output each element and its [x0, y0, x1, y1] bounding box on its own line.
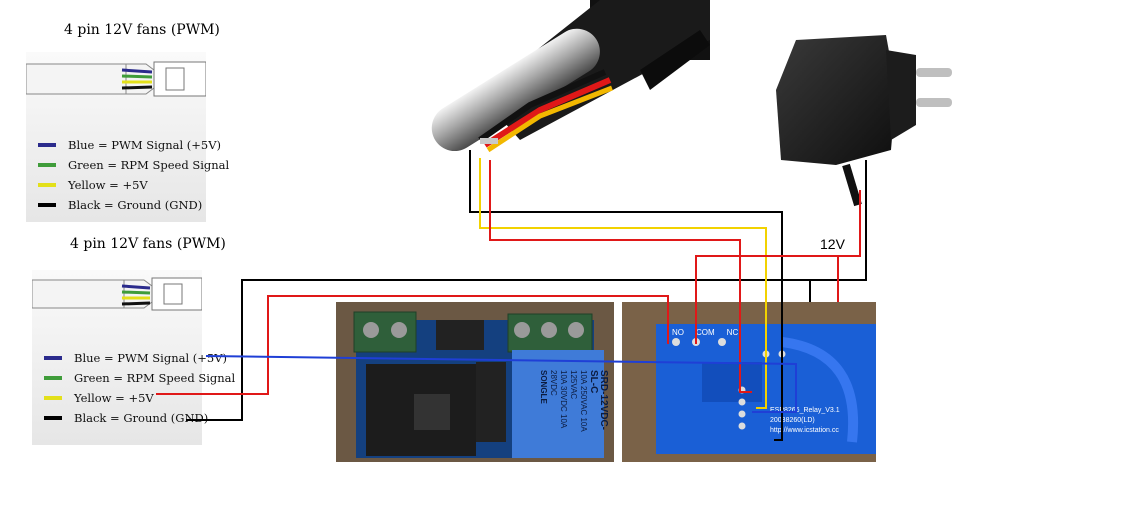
- terminal-com: COM: [696, 328, 715, 337]
- wire-yellow-probe: [479, 158, 767, 409]
- legend-text: Black = Ground (GND): [68, 198, 203, 212]
- swatch-blue: [44, 356, 62, 360]
- legend-row: Black = Ground (GND): [38, 198, 202, 212]
- legend-text: Green = RPM Speed Signal: [68, 158, 230, 172]
- legend-row: Yellow = +5V: [38, 178, 148, 192]
- silkscreen-line: 20038260(LD): [770, 417, 815, 424]
- voltage-label: 12V: [820, 236, 845, 252]
- swatch-green: [44, 376, 62, 380]
- wire-red-12v: [837, 190, 861, 302]
- legend-row: Green = RPM Speed Signal: [44, 371, 235, 385]
- fan-diagram-1: [26, 52, 206, 222]
- legend-text: Blue = PWM Signal (+5V): [68, 138, 222, 152]
- power-adapter-illustration: [776, 35, 952, 207]
- legend-row: Black = Ground (GND): [44, 411, 208, 425]
- relay-terminal-labels: NO COM NC: [672, 328, 738, 337]
- relay-module-back: NO COM NC ESP8266_Relay_V3.1 20038260(LD…: [622, 302, 876, 462]
- fan-diagram-2-title: 4 pin 12V fans (PWM): [70, 236, 226, 252]
- wire-red-com: [695, 255, 838, 344]
- legend-text: Black = Ground (GND): [74, 411, 209, 425]
- wire-blue-pwm: [205, 355, 797, 413]
- legend-row: Yellow = +5V: [44, 391, 154, 405]
- legend-text: Yellow = +5V: [68, 178, 148, 192]
- fan-connector-1-illustration: [26, 61, 206, 97]
- legend-row: Blue = PWM Signal (+5V): [44, 351, 227, 365]
- temperature-probe-illustration: [431, 0, 710, 153]
- legend-text: Green = RPM Speed Signal: [74, 371, 236, 385]
- swatch-green: [38, 163, 56, 167]
- terminal-nc: NC: [726, 328, 739, 337]
- wire-red-probe: [489, 160, 752, 393]
- fan-connector-2-illustration: [32, 277, 202, 311]
- swatch-black: [44, 416, 62, 420]
- swatch-yellow: [44, 396, 62, 400]
- fan-diagram-1-title: 4 pin 12V fans (PWM): [64, 22, 220, 38]
- legend-row: Green = RPM Speed Signal: [38, 158, 229, 172]
- wire-black-ground: [186, 160, 867, 421]
- swatch-black: [38, 203, 56, 207]
- relay-silkscreen: ESP8266_Relay_V3.1 20038260(LD) http://w…: [770, 406, 840, 436]
- legend-text: Blue = PWM Signal (+5V): [74, 351, 228, 365]
- legend-row: Blue = PWM Signal (+5V): [38, 138, 221, 152]
- swatch-yellow: [38, 183, 56, 187]
- silkscreen-line: http://www.icstation.cc: [770, 427, 839, 434]
- relay-back-board: [622, 302, 876, 462]
- relay-module-board: [336, 302, 614, 462]
- relay-module-front: SRD-12VDC-SL-C 10A 250VAC 10A 125VAC 10A…: [336, 302, 614, 462]
- silkscreen-line: ESP8266_Relay_V3.1: [770, 407, 840, 414]
- legend-text: Yellow = +5V: [74, 391, 154, 405]
- wire-red-5v: [156, 295, 669, 395]
- swatch-blue: [38, 143, 56, 147]
- terminal-no: NO: [672, 328, 684, 337]
- wire-black-probe: [469, 150, 783, 441]
